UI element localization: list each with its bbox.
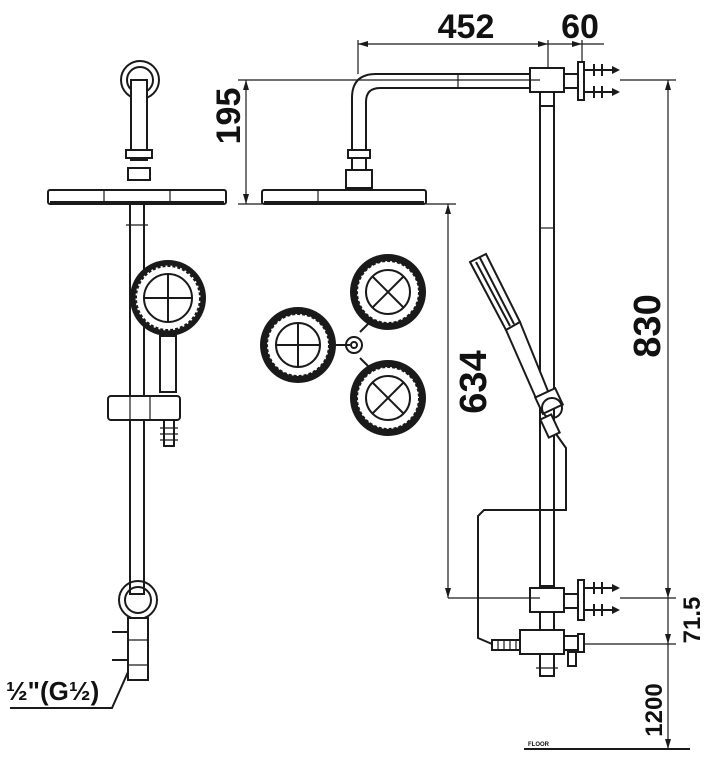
front-upper-pipe xyxy=(130,79,148,161)
side-view-fixture: FLOOR xyxy=(468,61,690,750)
front-bottom-wall-bracket xyxy=(118,580,158,620)
top-wall-screws xyxy=(584,64,620,98)
front-rain-shower-head xyxy=(47,189,227,205)
floor-label: FLOOR xyxy=(528,742,550,748)
side-rain-shower-head xyxy=(261,189,427,205)
dim-floor-height: 1200 xyxy=(641,683,668,736)
hand-shower-option-left xyxy=(260,307,336,383)
front-slider-bracket xyxy=(107,395,181,447)
dim-arm-length: 452 xyxy=(438,8,495,46)
dim-wall-offset: 60 xyxy=(561,8,599,46)
hand-shower-options xyxy=(260,254,426,436)
hand-shower-option-bottom xyxy=(350,360,426,436)
front-view: ½"(G½) xyxy=(6,60,227,709)
lower-valve-assembly xyxy=(519,579,585,677)
dim-total-height: 830 xyxy=(627,294,669,357)
dim-inlet-spacing: 71.5 xyxy=(679,597,706,644)
front-pipe-nut xyxy=(125,149,153,159)
lower-wall-screws xyxy=(584,582,620,616)
side-view-head xyxy=(261,73,541,205)
top-wall-flange xyxy=(577,61,585,101)
dim-head-to-valve: 634 xyxy=(453,350,495,413)
dimension-lines: 452 60 195 634 830 71.5 1200 xyxy=(210,8,706,749)
shower-hose xyxy=(477,433,567,645)
front-head-connector xyxy=(127,167,151,181)
hose-nut xyxy=(491,639,521,651)
front-hand-shower-face xyxy=(130,260,206,336)
side-hand-shower xyxy=(468,252,565,439)
arm-nut xyxy=(347,149,371,159)
dim-head-drop: 195 xyxy=(210,88,248,145)
inlet-thread-label: ½"(G½) xyxy=(6,676,99,706)
front-mixing-valve xyxy=(112,617,149,681)
hand-shower-hub xyxy=(336,321,371,369)
inlet-leader-line xyxy=(10,671,129,709)
arm-head-connector xyxy=(345,169,373,189)
side-riser-pipe xyxy=(539,105,555,587)
front-hand-shower-handle xyxy=(159,335,177,393)
hand-shower-option-top xyxy=(350,254,426,330)
shower-arm xyxy=(351,73,541,176)
